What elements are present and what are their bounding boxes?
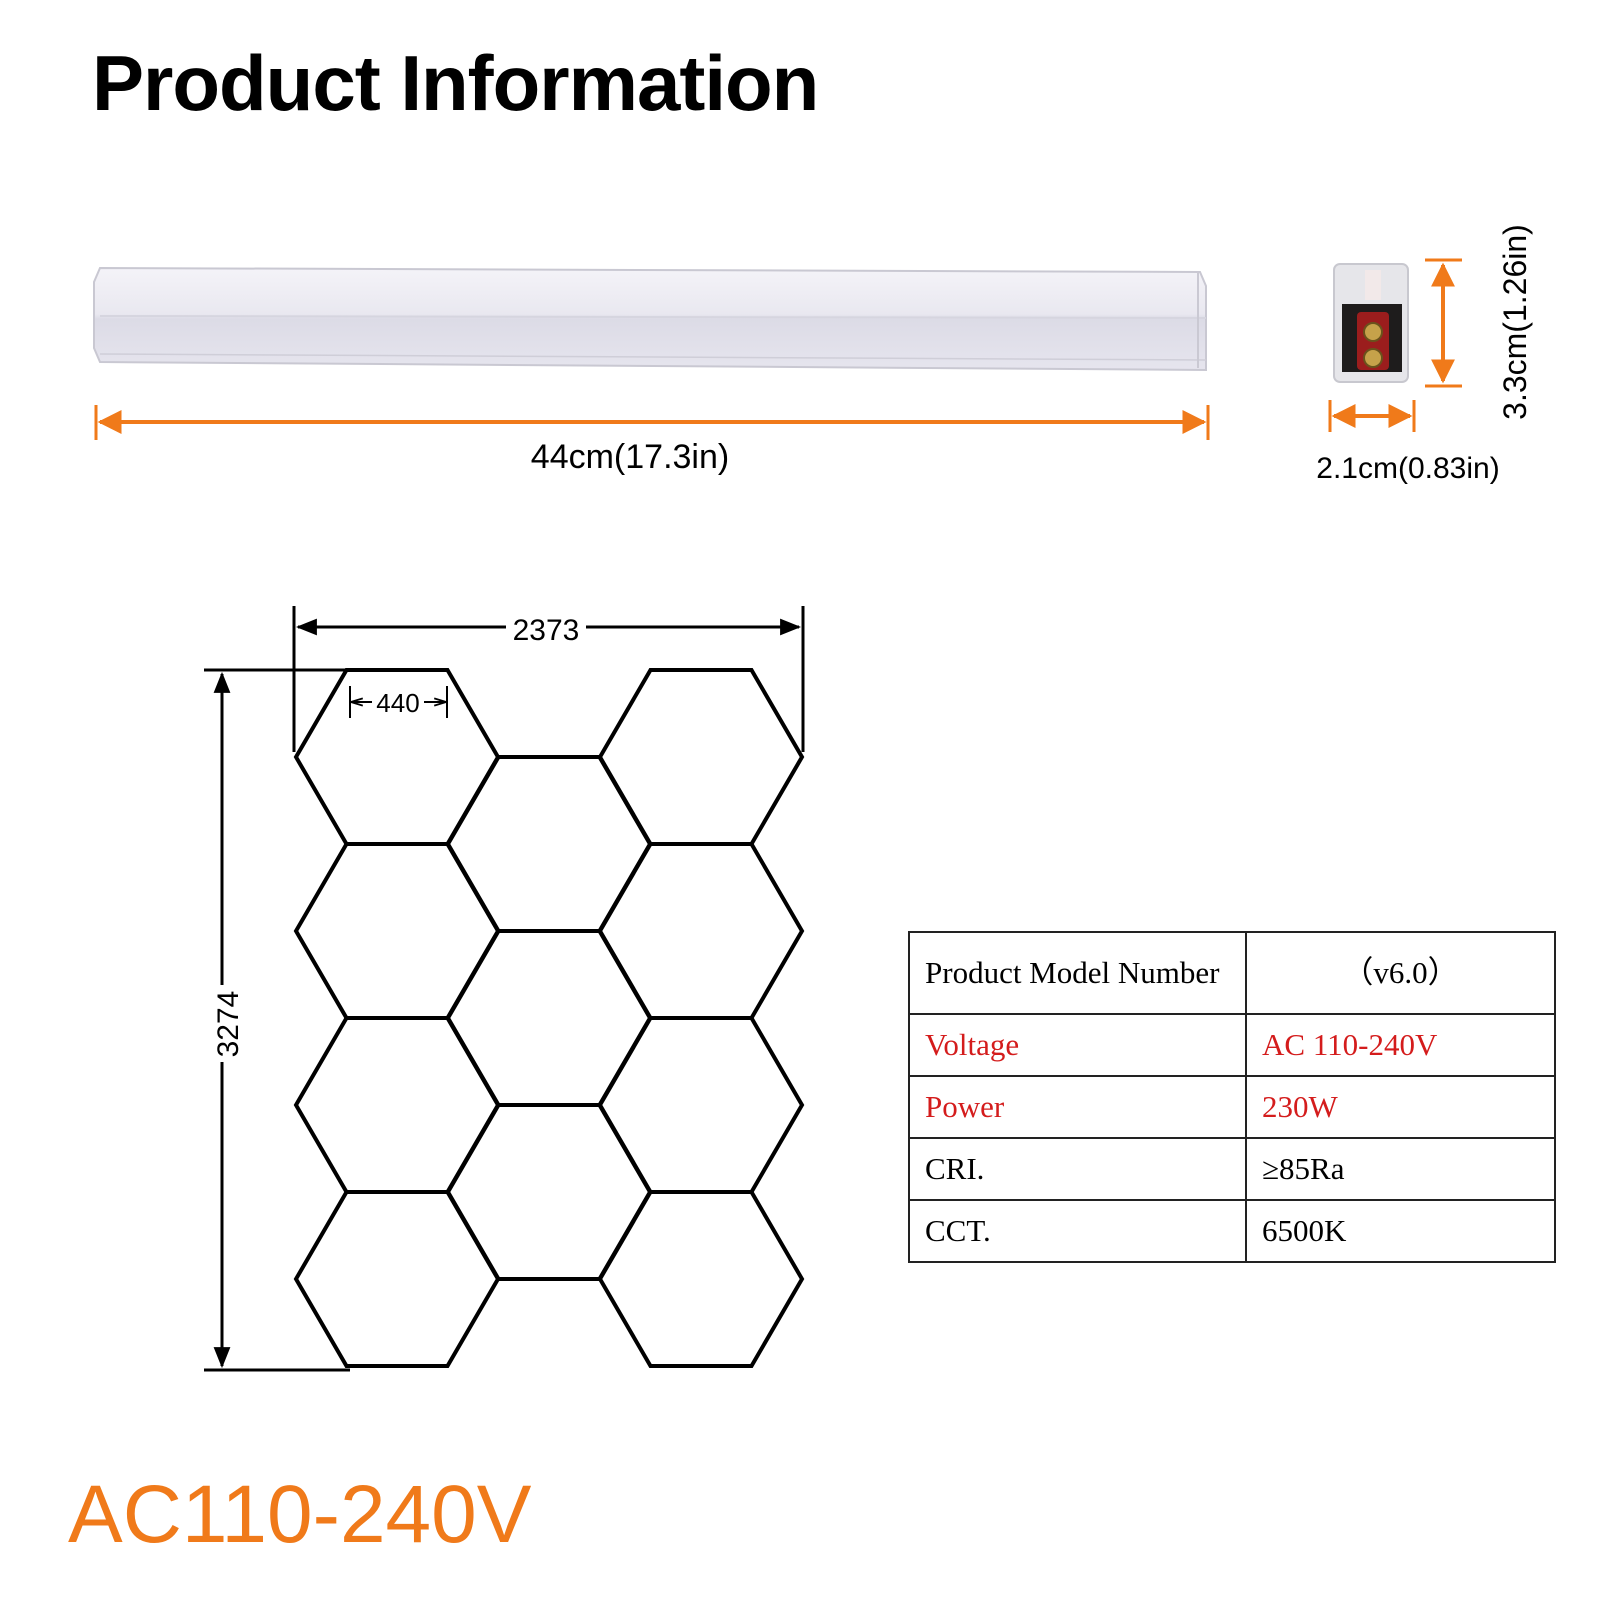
height-label: 3.3cm(1.26in) [1497, 224, 1533, 420]
tube-length-dimension: 440 [349, 686, 448, 718]
voltage-footer: AC110-240V [68, 1469, 532, 1560]
spec-row: CCT.6500K [908, 1199, 1556, 1263]
hexagon [445, 929, 653, 1107]
hexagon [597, 842, 805, 1020]
spec-value: ≥85Ra [1245, 1137, 1556, 1201]
spec-label: CCT. [908, 1199, 1247, 1263]
hexagon-grid [293, 668, 805, 1368]
spec-value: 230W [1245, 1075, 1556, 1139]
end-cap-image [1333, 263, 1409, 383]
hexagon [445, 755, 653, 933]
hexagon [597, 1190, 805, 1368]
spec-label: Power [908, 1075, 1247, 1139]
hexagon [597, 1016, 805, 1194]
hexagon [445, 1103, 653, 1281]
page-title: Product Information [92, 39, 819, 127]
spec-value: 6500K [1245, 1199, 1556, 1263]
spec-label: Voltage [908, 1013, 1247, 1077]
spec-value: （v6.0） [1245, 931, 1556, 1015]
overall-height-label: 3274 [212, 991, 245, 1058]
overall-width-label: 2373 [513, 614, 580, 647]
length-label: 44cm(17.3in) [531, 438, 729, 476]
width-dimension: 2.1cm(0.83in) [1316, 400, 1500, 485]
overall-width-dimension: 2373 [292, 606, 805, 752]
overall-height-dimension: 3274 [204, 668, 350, 1372]
hexagon [597, 668, 805, 846]
spec-label: Product Model Number [908, 931, 1247, 1015]
hexagon [293, 842, 501, 1020]
width-label: 2.1cm(0.83in) [1316, 452, 1499, 485]
tube-length-label: 440 [376, 688, 419, 718]
height-dimension: 3.3cm(1.26in) [1425, 224, 1533, 420]
length-dimension: 44cm(17.3in) [94, 405, 1210, 476]
hexagon [293, 1016, 501, 1194]
led-tube-image [93, 266, 1207, 372]
spec-value: AC 110-240V [1245, 1013, 1556, 1077]
hexagon [293, 1190, 501, 1368]
spec-label: CRI. [908, 1137, 1247, 1201]
spec-row: CRI.≥85Ra [908, 1137, 1556, 1201]
spec-row: Product Model Number（v6.0） [908, 931, 1556, 1015]
